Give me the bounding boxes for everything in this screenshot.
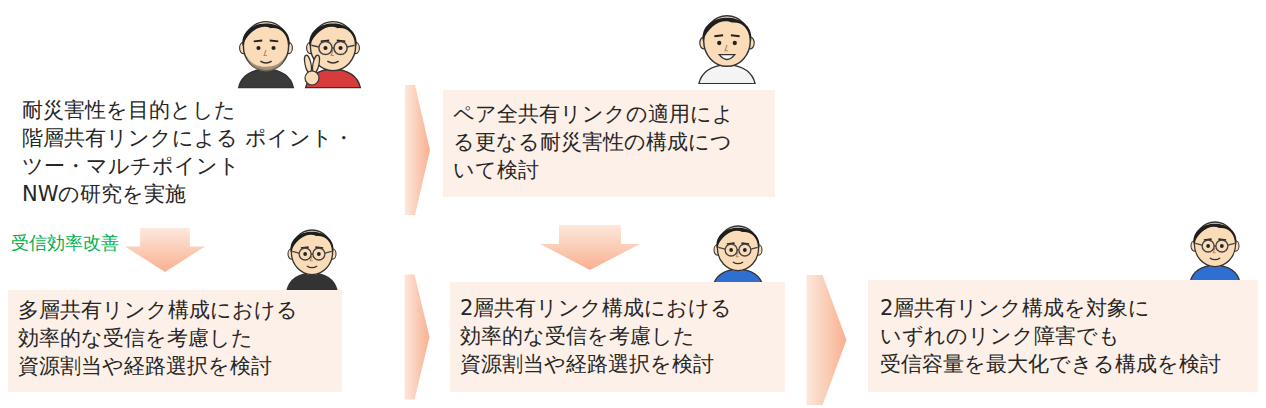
avatar-pair xyxy=(239,22,361,88)
block-arrow xyxy=(125,228,205,272)
block-arrow xyxy=(405,85,430,215)
avatar-glasses xyxy=(718,244,757,256)
node-text: 2層共有リンク構成を対象に いずれのリンク障害でも 受信容量を最大化できる構成を… xyxy=(880,294,1246,378)
avatar xyxy=(287,230,337,290)
avatar xyxy=(699,16,755,84)
avatar-beard xyxy=(246,56,286,72)
process-box: 多層共有リンク構成における 効率的な受信を考慮した 資源割当や経路選択を検討 xyxy=(8,290,342,392)
avatar xyxy=(1190,222,1240,282)
block-arrow xyxy=(540,225,640,270)
avatar-smile xyxy=(719,55,735,60)
avatar xyxy=(306,22,361,88)
avatar-glasses xyxy=(1195,240,1234,252)
process-box: ペア全共有リンクの適用によ る更なる耐災害性の構成につ いて検討 xyxy=(443,90,775,197)
avatar xyxy=(713,226,763,286)
text-block: 耐災害性を目的とした 階層共有リンクによる ポイント・ツー・マルチポイント NW… xyxy=(14,94,384,210)
node-text: 多層共有リンク構成における 効率的な受信を考慮した 資源割当や経路選択を検討 xyxy=(18,296,332,380)
peace-hand xyxy=(303,55,321,85)
process-box: 2層共有リンク構成における 効率的な受信を考慮した 資源割当や経路選択を検討 xyxy=(450,282,785,392)
node-text: ペア全共有リンクの適用によ る更なる耐災害性の構成につ いて検討 xyxy=(453,100,765,184)
avatar xyxy=(239,22,294,88)
edge-label: 受信効率改善 xyxy=(11,232,119,254)
block-arrow xyxy=(807,275,847,405)
process-box: 2層共有リンク構成を対象に いずれのリンク障害でも 受信容量を最大化できる構成を… xyxy=(868,280,1258,392)
block-arrow xyxy=(405,275,430,400)
node-text: 2層共有リンク構成における 効率的な受信を考慮した 資源割当や経路選択を検討 xyxy=(460,294,775,378)
node-text: 耐災害性を目的とした 階層共有リンクによる ポイント・ツー・マルチポイント NW… xyxy=(22,96,376,208)
avatar-glasses xyxy=(292,248,331,260)
avatar-glasses xyxy=(311,41,354,54)
